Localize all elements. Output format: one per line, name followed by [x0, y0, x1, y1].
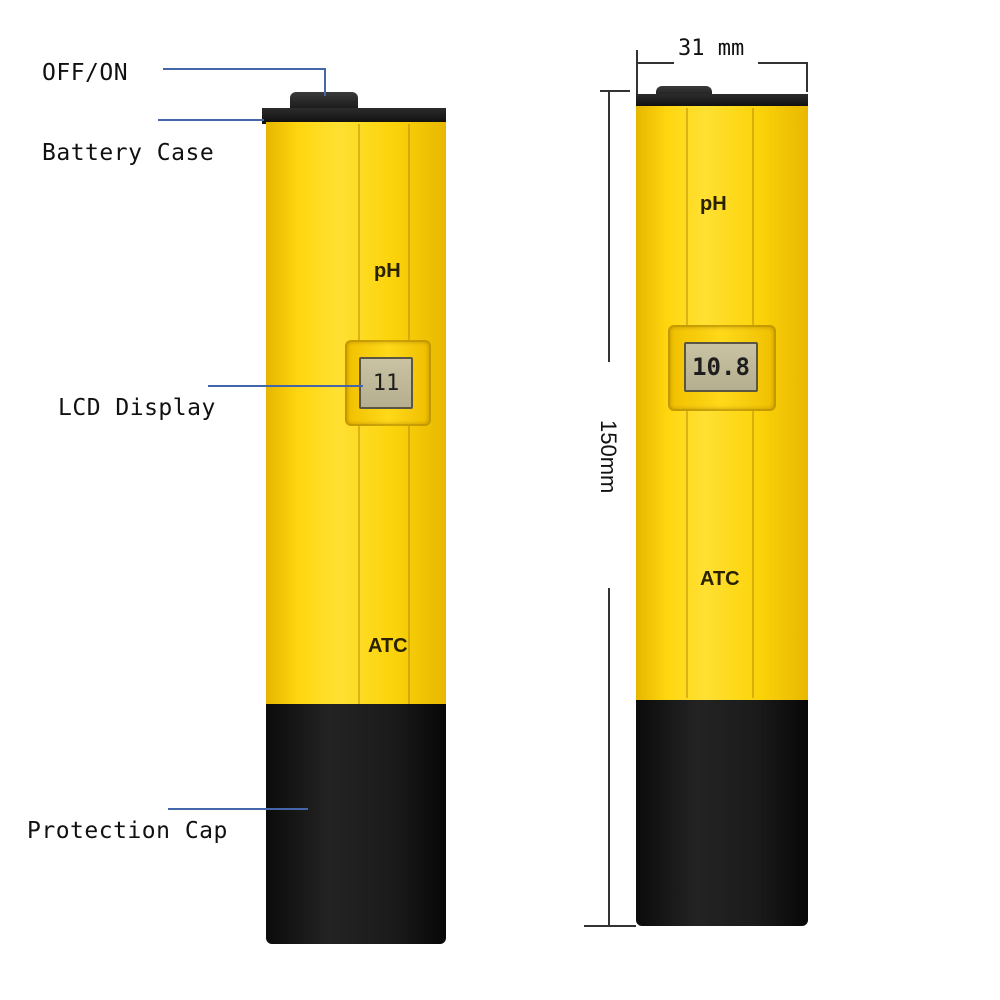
height-dimension-line	[608, 588, 610, 926]
leader-line-off-on	[163, 68, 326, 70]
ph-label: pH	[700, 193, 727, 215]
atc-label: ATC	[368, 635, 408, 657]
height-dimension-label: 150mm	[596, 420, 621, 494]
width-dimension-line	[636, 62, 674, 64]
battery-case-cap	[262, 108, 446, 124]
callout-lcd-display: LCD Display	[58, 395, 216, 421]
callout-battery-case: Battery Case	[42, 140, 215, 166]
width-dimension-label: 31 mm	[678, 36, 745, 61]
leader-line-protection-cap	[168, 808, 308, 810]
width-dimension-tick	[636, 50, 638, 94]
height-dimension-tick	[600, 90, 630, 92]
on-off-button	[290, 92, 358, 112]
callout-off-on: OFF/ON	[42, 60, 129, 86]
protection-cap	[266, 704, 446, 944]
callout-protection-cap: Protection Cap	[27, 818, 228, 844]
leader-line-lcd-display	[208, 385, 363, 387]
height-dimension-line	[608, 90, 610, 362]
protection-cap	[636, 700, 808, 926]
leader-line-battery-case	[158, 119, 264, 121]
width-dimension-tick	[806, 62, 808, 92]
lcd-display: 10.8	[684, 342, 758, 392]
battery-case-cap	[636, 94, 808, 108]
width-dimension-line	[758, 62, 808, 64]
lcd-display: 11	[359, 357, 413, 409]
height-dimension-tick	[584, 925, 636, 927]
ph-label: pH	[374, 260, 401, 282]
leader-line-off-on-vertical	[324, 68, 326, 96]
atc-label: ATC	[700, 568, 740, 590]
